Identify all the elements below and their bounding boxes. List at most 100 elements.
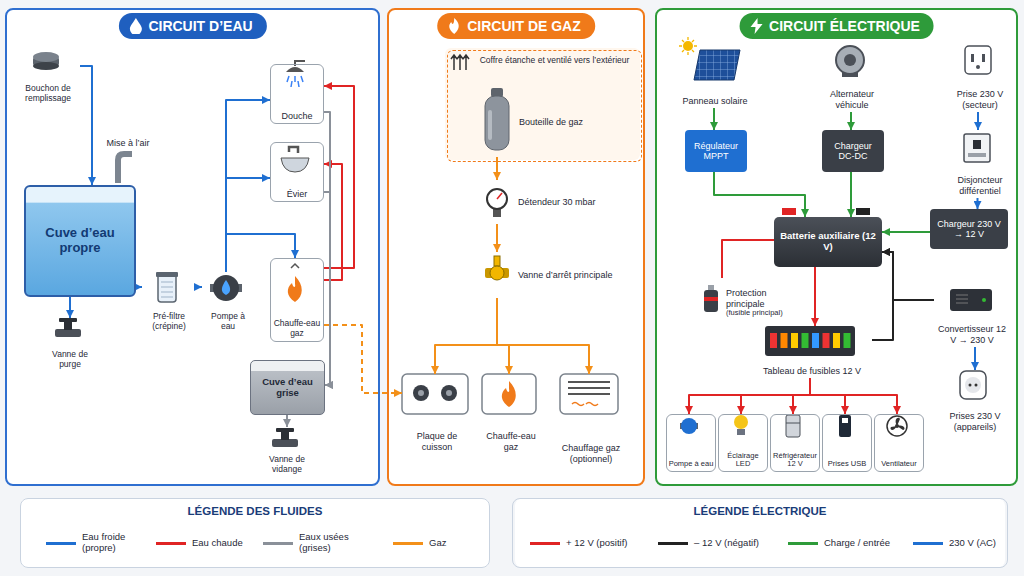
legend-item: Eau chaude bbox=[156, 529, 262, 557]
node-label: LÉGENDE DES FLUIDES bbox=[188, 505, 323, 518]
breaker bbox=[973, 140, 981, 149]
cooktop bbox=[402, 374, 468, 414]
flow-connector bbox=[977, 198, 979, 209]
legend-item: 230 V (AC) bbox=[913, 529, 1007, 557]
fuse-board bbox=[802, 333, 809, 348]
node-box: Tableau de fusibles 12 V bbox=[752, 326, 872, 378]
node-label: CIRCUIT D’EAU bbox=[148, 18, 252, 34]
node-box: Bouchon de remplissage bbox=[16, 54, 80, 106]
outlet-230 bbox=[960, 371, 986, 399]
vent-pipe bbox=[118, 154, 132, 183]
node-label: Vanne d’arrêt principale bbox=[518, 270, 612, 280]
node-label: Évier bbox=[287, 189, 308, 199]
alternator bbox=[836, 46, 864, 74]
node-box: Régulateur MPPT bbox=[685, 130, 747, 172]
heater-icon bbox=[288, 276, 302, 302]
inverter bbox=[950, 289, 992, 311]
node-label: Vanne de purge bbox=[45, 350, 95, 370]
flow-connector bbox=[850, 172, 852, 217]
load-fan bbox=[890, 418, 904, 430]
space-heater bbox=[568, 382, 610, 394]
flow-connector bbox=[196, 286, 202, 288]
node-box: LÉGENDE ÉLECTRIQUE + 12 V (positif) – 12 V… bbox=[512, 498, 1008, 568]
strainer bbox=[158, 274, 176, 302]
node-label: Chargeur 230 V → 12 V bbox=[933, 219, 1005, 240]
node-label: Détendeur 30 mbar bbox=[518, 197, 596, 207]
inverter bbox=[950, 289, 992, 311]
flow-connector bbox=[882, 252, 934, 300]
cooktop bbox=[402, 374, 468, 414]
pump-icon bbox=[222, 280, 230, 295]
legend-swatch bbox=[393, 542, 423, 545]
title-icon bbox=[128, 18, 142, 34]
node-box: Ventilateur bbox=[874, 414, 924, 472]
shutoff-valve bbox=[490, 266, 504, 280]
vent-pipe bbox=[118, 154, 132, 183]
node-label: Chauffe-eau gaz bbox=[481, 431, 541, 452]
load-fan bbox=[895, 424, 899, 428]
flow-connector bbox=[882, 231, 930, 233]
node-box: Réfrigérateur 12 V bbox=[770, 414, 820, 472]
pump-icon bbox=[213, 275, 239, 301]
legend-item: – 12 V (négatif) bbox=[658, 529, 779, 557]
flow-connector bbox=[226, 100, 270, 272]
title-icon bbox=[749, 18, 763, 34]
panel-grounds bbox=[387, 8, 645, 486]
wall-socket bbox=[971, 54, 974, 62]
node-box: Vanne de purge bbox=[44, 318, 96, 372]
node-label: (fusible principal) bbox=[726, 309, 783, 318]
fuse-board bbox=[833, 333, 840, 348]
legend-item: + 12 V (positif) bbox=[530, 529, 646, 557]
sink-icon bbox=[281, 147, 309, 172]
circuit-panel: CIRCUIT DE GAZ Coffre étanche et ventilé … bbox=[387, 8, 645, 486]
node-box: Plaque de cuisson bbox=[402, 374, 472, 454]
flow-connector bbox=[814, 267, 816, 326]
node-box: Chauffe-eau gaz bbox=[270, 258, 324, 342]
battery-terminals bbox=[782, 208, 870, 215]
fuse-board bbox=[765, 326, 855, 356]
legend-label: Eau froide (propre) bbox=[82, 532, 144, 554]
flow-connector bbox=[793, 378, 810, 414]
node-label: Disjoncteur différentiel bbox=[948, 175, 1012, 196]
legend-swatch bbox=[530, 542, 560, 545]
node-label: LÉGENDE ÉLECTRIQUE bbox=[694, 505, 827, 518]
main-fuse bbox=[708, 285, 714, 290]
sun bbox=[679, 37, 697, 55]
node-box: Chargeur DC-DC bbox=[822, 130, 884, 172]
node-label: Convertisseur 12 V → 230 V bbox=[935, 324, 1009, 345]
node-box: Douche bbox=[270, 64, 324, 124]
flow-connector bbox=[714, 172, 805, 217]
strainer bbox=[156, 272, 178, 277]
node-box: Pompe à eau bbox=[202, 272, 254, 334]
panel-grounds bbox=[445, 48, 640, 160]
node-box: Cuve d’eau propre bbox=[24, 185, 136, 297]
flow-connector bbox=[497, 298, 509, 374]
flow-connector bbox=[810, 378, 897, 414]
fuse-board bbox=[812, 333, 819, 348]
flow-connector bbox=[324, 164, 342, 280]
flow-connector bbox=[69, 297, 71, 318]
pump-icon bbox=[210, 275, 242, 301]
sink-icon bbox=[289, 147, 298, 153]
legend-swatch bbox=[156, 542, 186, 545]
fill-cap bbox=[33, 62, 59, 70]
sun bbox=[683, 41, 693, 51]
panel-title: CIRCUIT DE GAZ bbox=[437, 13, 595, 39]
panel-title: CIRCUIT D’EAU bbox=[118, 13, 266, 39]
node-box: Coffre étanche et ventilé vers l’extérie… bbox=[447, 50, 642, 162]
vent-arrows bbox=[451, 55, 469, 70]
node-box: Chauffe-eau gaz bbox=[480, 374, 542, 454]
load-fan bbox=[887, 416, 907, 436]
node-label: Vanne de vidange bbox=[258, 455, 316, 475]
node-label: Prises 230 V (appareils) bbox=[945, 411, 1005, 432]
load-bulb bbox=[734, 415, 748, 429]
legend-swatch bbox=[263, 542, 293, 545]
fuse-board bbox=[844, 333, 851, 348]
regulator-gauge bbox=[497, 193, 502, 199]
flow-connector bbox=[324, 112, 330, 385]
panel-grounds bbox=[5, 8, 1018, 568]
fuse-board bbox=[770, 333, 777, 348]
node-label: Chauffe-eau gaz bbox=[272, 319, 322, 339]
